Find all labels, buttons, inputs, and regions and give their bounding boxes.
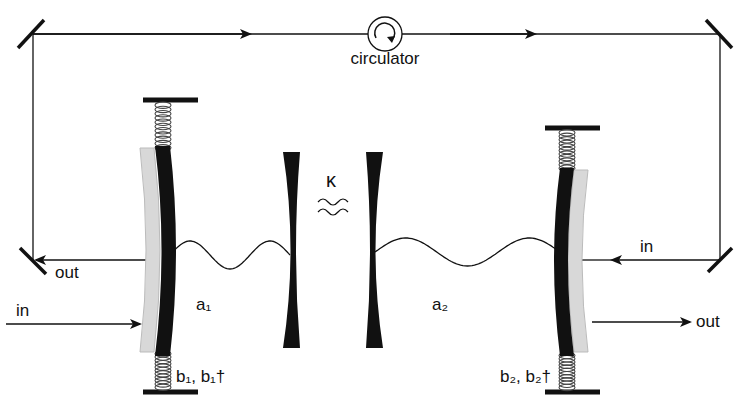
phonon-label: b₂, b₂† [500,368,551,385]
output-label: out [696,313,720,330]
circulator-node: circulator [351,50,420,67]
node-label: circulator [351,50,420,67]
spring-coil [559,384,575,390]
mode-label: a₁ [196,296,211,313]
spring-coil [155,384,171,390]
output-label: out [55,264,79,281]
input-label: in [640,238,653,255]
coupling-label: κ [326,170,336,190]
mode-label: a₂ [432,296,448,313]
phonon-label: b₁, b₁† [176,368,225,385]
input-label: in [16,302,29,319]
